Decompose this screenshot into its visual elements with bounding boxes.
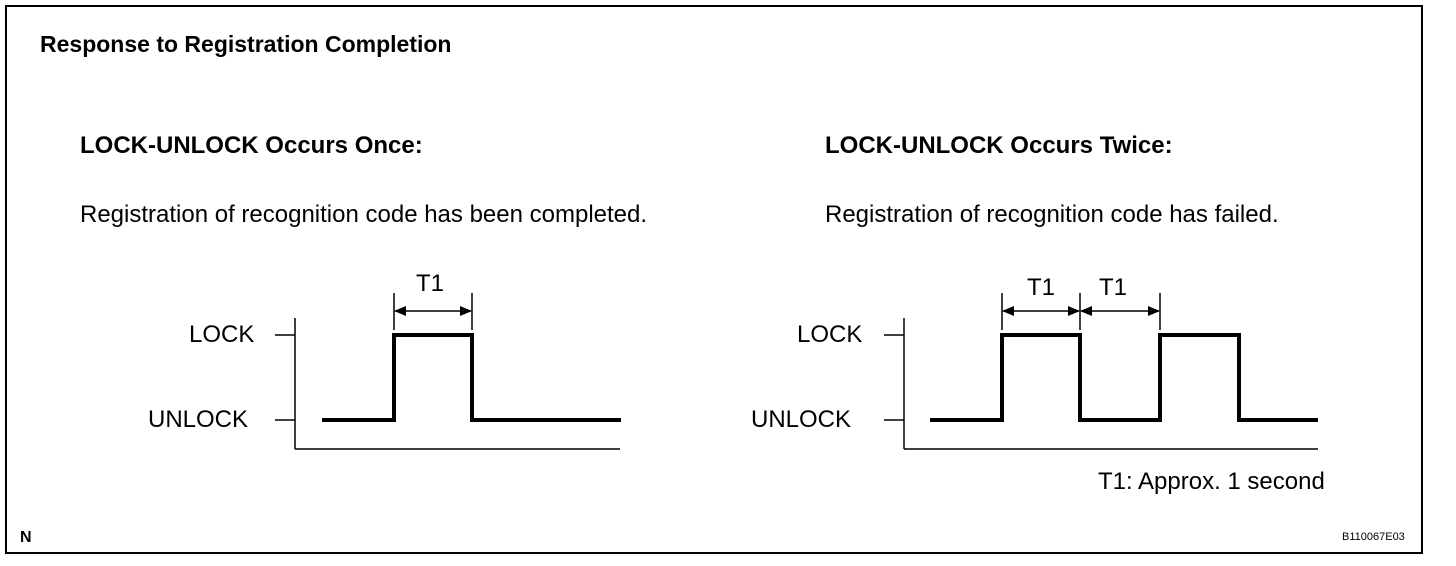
figure-code: B110067E03 xyxy=(1342,531,1405,543)
left-axes xyxy=(275,318,620,450)
right-unlock-label: UNLOCK xyxy=(751,406,852,433)
right-heading: LOCK-UNLOCK Occurs Twice: xyxy=(825,132,1173,159)
right-t1-label-2: T1 xyxy=(1099,274,1128,301)
diagram-frame xyxy=(5,5,1423,554)
corner-letter: N xyxy=(20,529,32,546)
left-heading: LOCK-UNLOCK Occurs Once: xyxy=(80,132,423,159)
left-lock-label: LOCK xyxy=(189,321,255,348)
left-t1-dimension xyxy=(393,293,473,330)
left-unlock-label: UNLOCK xyxy=(148,406,249,433)
right-lock-label: LOCK xyxy=(797,321,863,348)
right-description: Registration of recognition code has fai… xyxy=(825,201,1279,228)
left-description: Registration of recognition code has bee… xyxy=(80,201,648,228)
left-waveform xyxy=(322,333,621,422)
right-waveform xyxy=(930,333,1318,422)
right-axes xyxy=(884,318,1318,450)
left-t1-label: T1 xyxy=(416,270,445,297)
timing-note: T1: Approx. 1 second xyxy=(1098,468,1325,495)
right-t1-label-1: T1 xyxy=(1027,274,1056,301)
right-t1-dimension xyxy=(1001,293,1161,330)
diagram-title: Response to Registration Completion xyxy=(40,31,452,57)
